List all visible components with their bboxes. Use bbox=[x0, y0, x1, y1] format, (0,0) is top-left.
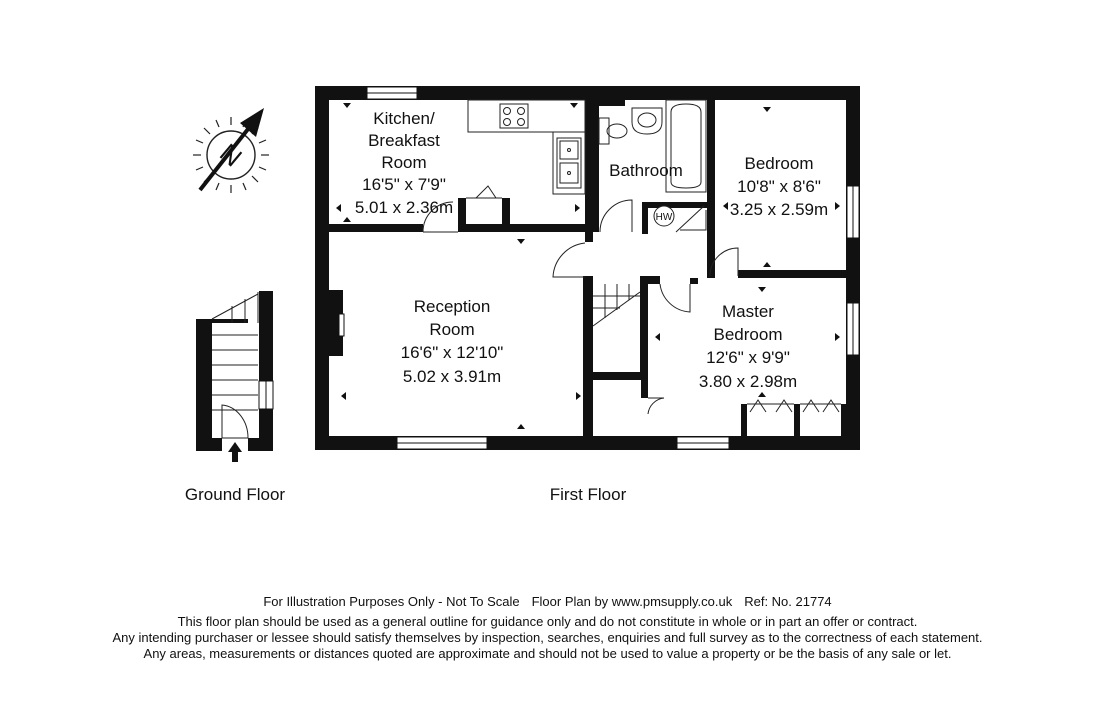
first-floor-label: First Floor bbox=[550, 485, 627, 504]
reception-name-line-1: Reception bbox=[414, 297, 491, 316]
entrance-arrow-icon bbox=[228, 442, 242, 462]
kitchen-dimensions-metric: 5.01 x 2.36m bbox=[355, 198, 453, 217]
reception-name-line-2: Room bbox=[429, 320, 474, 339]
room-label-kitchen: Kitchen/ Breakfast Room 16'5" x 7'9" 5.0… bbox=[355, 109, 453, 217]
master-name-line-1: Master bbox=[722, 302, 774, 321]
kitchen-name-line-1: Kitchen/ bbox=[373, 109, 435, 128]
compass-icon: N bbox=[193, 108, 269, 193]
room-label-reception: Reception Room 16'6" x 12'10" 5.02 x 3.9… bbox=[401, 297, 504, 386]
disclaimer-line-3: Any areas, measurements or distances quo… bbox=[143, 646, 952, 661]
floorplan-credit: Floor Plan by www.pmsupply.co.uk bbox=[531, 594, 733, 609]
bedroom-dimensions-imperial: 10'8" x 8'6" bbox=[737, 177, 821, 196]
bedroom-name: Bedroom bbox=[745, 154, 814, 173]
bedroom-dimensions-metric: 3.25 x 2.59m bbox=[730, 200, 828, 219]
reception-dimensions-metric: 5.02 x 3.91m bbox=[403, 367, 501, 386]
sink-icon bbox=[556, 137, 582, 189]
bath-icon bbox=[665, 99, 707, 193]
kitchen-name-line-2: Breakfast bbox=[368, 131, 440, 150]
kitchen-name-line-3: Room bbox=[381, 153, 426, 172]
illustration-note: For Illustration Purposes Only - Not To … bbox=[263, 594, 520, 609]
room-label-master-bedroom: Master Bedroom 12'6" x 9'9" 3.80 x 2.98m bbox=[699, 302, 797, 391]
hob-icon bbox=[499, 103, 529, 129]
kitchen-dimensions-imperial: 16'5" x 7'9" bbox=[362, 175, 446, 194]
disclaimer-line-2: Any intending purchaser or lessee should… bbox=[112, 630, 983, 645]
ground-floor-plan bbox=[196, 291, 274, 462]
disclaimer-line-1: This floor plan should be used as a gene… bbox=[177, 614, 918, 629]
basin-icon bbox=[631, 107, 663, 135]
master-dimensions-imperial: 12'6" x 9'9" bbox=[706, 348, 790, 367]
room-label-bathroom: Bathroom bbox=[609, 161, 683, 180]
room-label-bedroom: Bedroom 10'8" x 8'6" 3.25 x 2.59m bbox=[730, 154, 828, 219]
toilet-icon bbox=[598, 117, 628, 145]
floor-plan-drawing: N bbox=[185, 86, 860, 504]
master-name-line-2: Bedroom bbox=[714, 325, 783, 344]
ground-floor-label: Ground Floor bbox=[185, 485, 285, 504]
first-floor-plan: HW bbox=[315, 86, 860, 450]
reference-number: Ref: No. 21774 bbox=[744, 594, 832, 609]
bathroom-name: Bathroom bbox=[609, 161, 683, 180]
footer-credit-line: For Illustration Purposes Only - Not To … bbox=[0, 594, 1095, 610]
footer: For Illustration Purposes Only - Not To … bbox=[0, 594, 1095, 662]
master-dimensions-metric: 3.80 x 2.98m bbox=[699, 372, 797, 391]
hot-water-label: HW bbox=[656, 212, 673, 223]
hot-water-cylinder-icon: HW bbox=[653, 205, 675, 227]
reception-dimensions-imperial: 16'6" x 12'10" bbox=[401, 343, 504, 362]
